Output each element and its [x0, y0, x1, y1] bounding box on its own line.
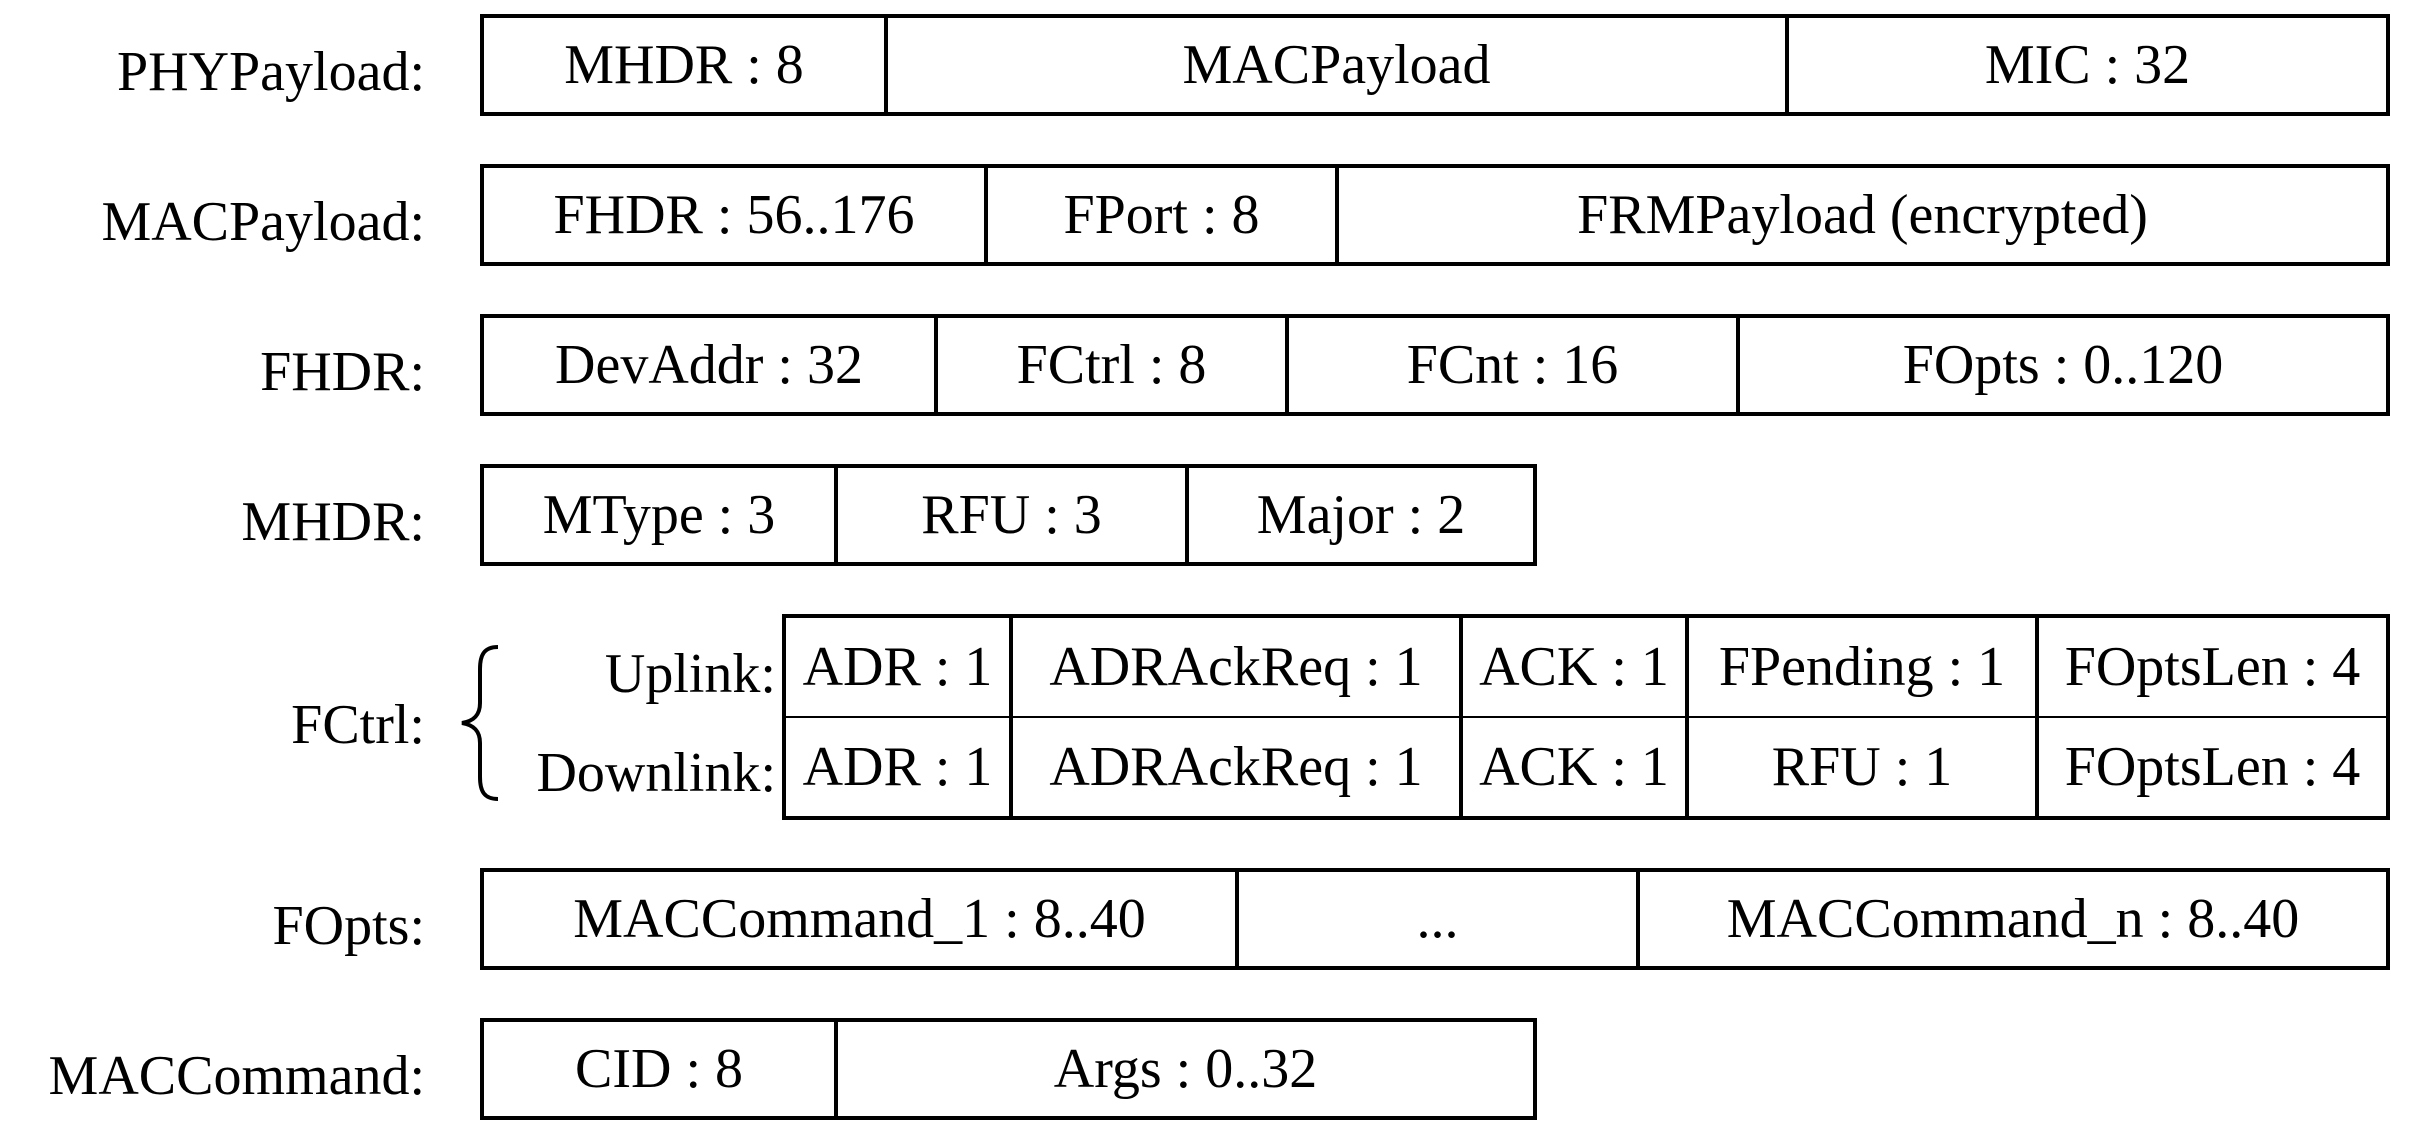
fctrl-downlink-label: Downlink: [536, 742, 776, 804]
fctrl-uplink-label: Uplink: [604, 643, 776, 705]
phypayload-row: MHDR : 8 MACPayload MIC : 32 [480, 14, 2390, 116]
fctrl-uplink-row: ADR : 1 ADRAckReq : 1 ACK : 1 FPending :… [782, 614, 2390, 718]
phypayload-label: PHYPayload: [117, 41, 425, 103]
fctrl-uplink-ack-cell: ACK : 1 [1463, 618, 1689, 716]
fctrl-downlink-rfu-cell: RFU : 1 [1689, 718, 2039, 816]
fhdr-fcnt-cell: FCnt : 16 [1289, 318, 1740, 412]
fctrl-downlink-adrackreq-cell: ADRAckReq : 1 [1013, 718, 1463, 816]
fopts-maccommand-1-cell: MACCommand_1 : 8..40 [484, 872, 1239, 966]
macpayload-frmpayload-cell: FRMPayload (encrypted) [1577, 184, 2148, 246]
fctrl-uplink-foptslen-cell: FOptsLen : 4 [2064, 636, 2361, 698]
fhdr-fopts-cell: FOpts : 0..120 [1902, 334, 2224, 396]
fopts-maccommand-n-cell: MACCommand_n : 8..40 [1726, 888, 2300, 950]
macpayload-label: MACPayload: [101, 191, 425, 253]
fctrl-downlink-foptslen-cell: FOptsLen : 4 [2064, 736, 2361, 798]
maccommand-row: CID : 8 Args : 0..32 [480, 1018, 1537, 1120]
mhdr-row: MType : 3 RFU : 3 Major : 2 [480, 464, 1537, 566]
maccommand-cid-cell: CID : 8 [484, 1022, 838, 1116]
fopts-row: MACCommand_1 : 8..40 ... MACCommand_n : … [480, 868, 2390, 970]
fhdr-devaddr-cell: DevAddr : 32 [484, 318, 938, 412]
fhdr-label: FHDR: [260, 341, 425, 403]
fctrl-downlink-ack-cell: ACK : 1 [1463, 718, 1689, 816]
maccommand-label: MACCommand: [48, 1045, 425, 1107]
mhdr-major-cell: Major : 2 [1256, 484, 1466, 546]
fctrl-label: FCtrl: [291, 694, 425, 756]
fctrl-uplink-fpending-cell: FPending : 1 [1689, 618, 2039, 716]
macpayload-fport-cell: FPort : 8 [988, 168, 1339, 262]
phypayload-mic-cell: MIC : 32 [1984, 34, 2191, 96]
macpayload-fhdr-cell: FHDR : 56..176 [484, 168, 988, 262]
fopts-ellipsis-cell: ... [1239, 872, 1640, 966]
fhdr-fctrl-cell: FCtrl : 8 [938, 318, 1289, 412]
fctrl-downlink-adr-cell: ADR : 1 [786, 718, 1013, 816]
mhdr-rfu-cell: RFU : 3 [838, 468, 1189, 562]
phypayload-mhdr-cell: MHDR : 8 [484, 18, 888, 112]
phypayload-macpayload-cell: MACPayload [888, 18, 1789, 112]
fctrl-uplink-adr-cell: ADR : 1 [786, 618, 1013, 716]
fopts-label: FOpts: [272, 895, 426, 957]
maccommand-args-cell: Args : 0..32 [1053, 1038, 1318, 1100]
fctrl-uplink-adrackreq-cell: ADRAckReq : 1 [1013, 618, 1463, 716]
macpayload-row: FHDR : 56..176 FPort : 8 FRMPayload (enc… [480, 164, 2390, 266]
mhdr-label: MHDR: [241, 491, 425, 553]
curly-brace-icon [461, 645, 499, 801]
mhdr-mtype-cell: MType : 3 [484, 468, 838, 562]
fhdr-row: DevAddr : 32 FCtrl : 8 FCnt : 16 FOpts :… [480, 314, 2390, 416]
fctrl-downlink-row: ADR : 1 ADRAckReq : 1 ACK : 1 RFU : 1 FO… [782, 716, 2390, 820]
